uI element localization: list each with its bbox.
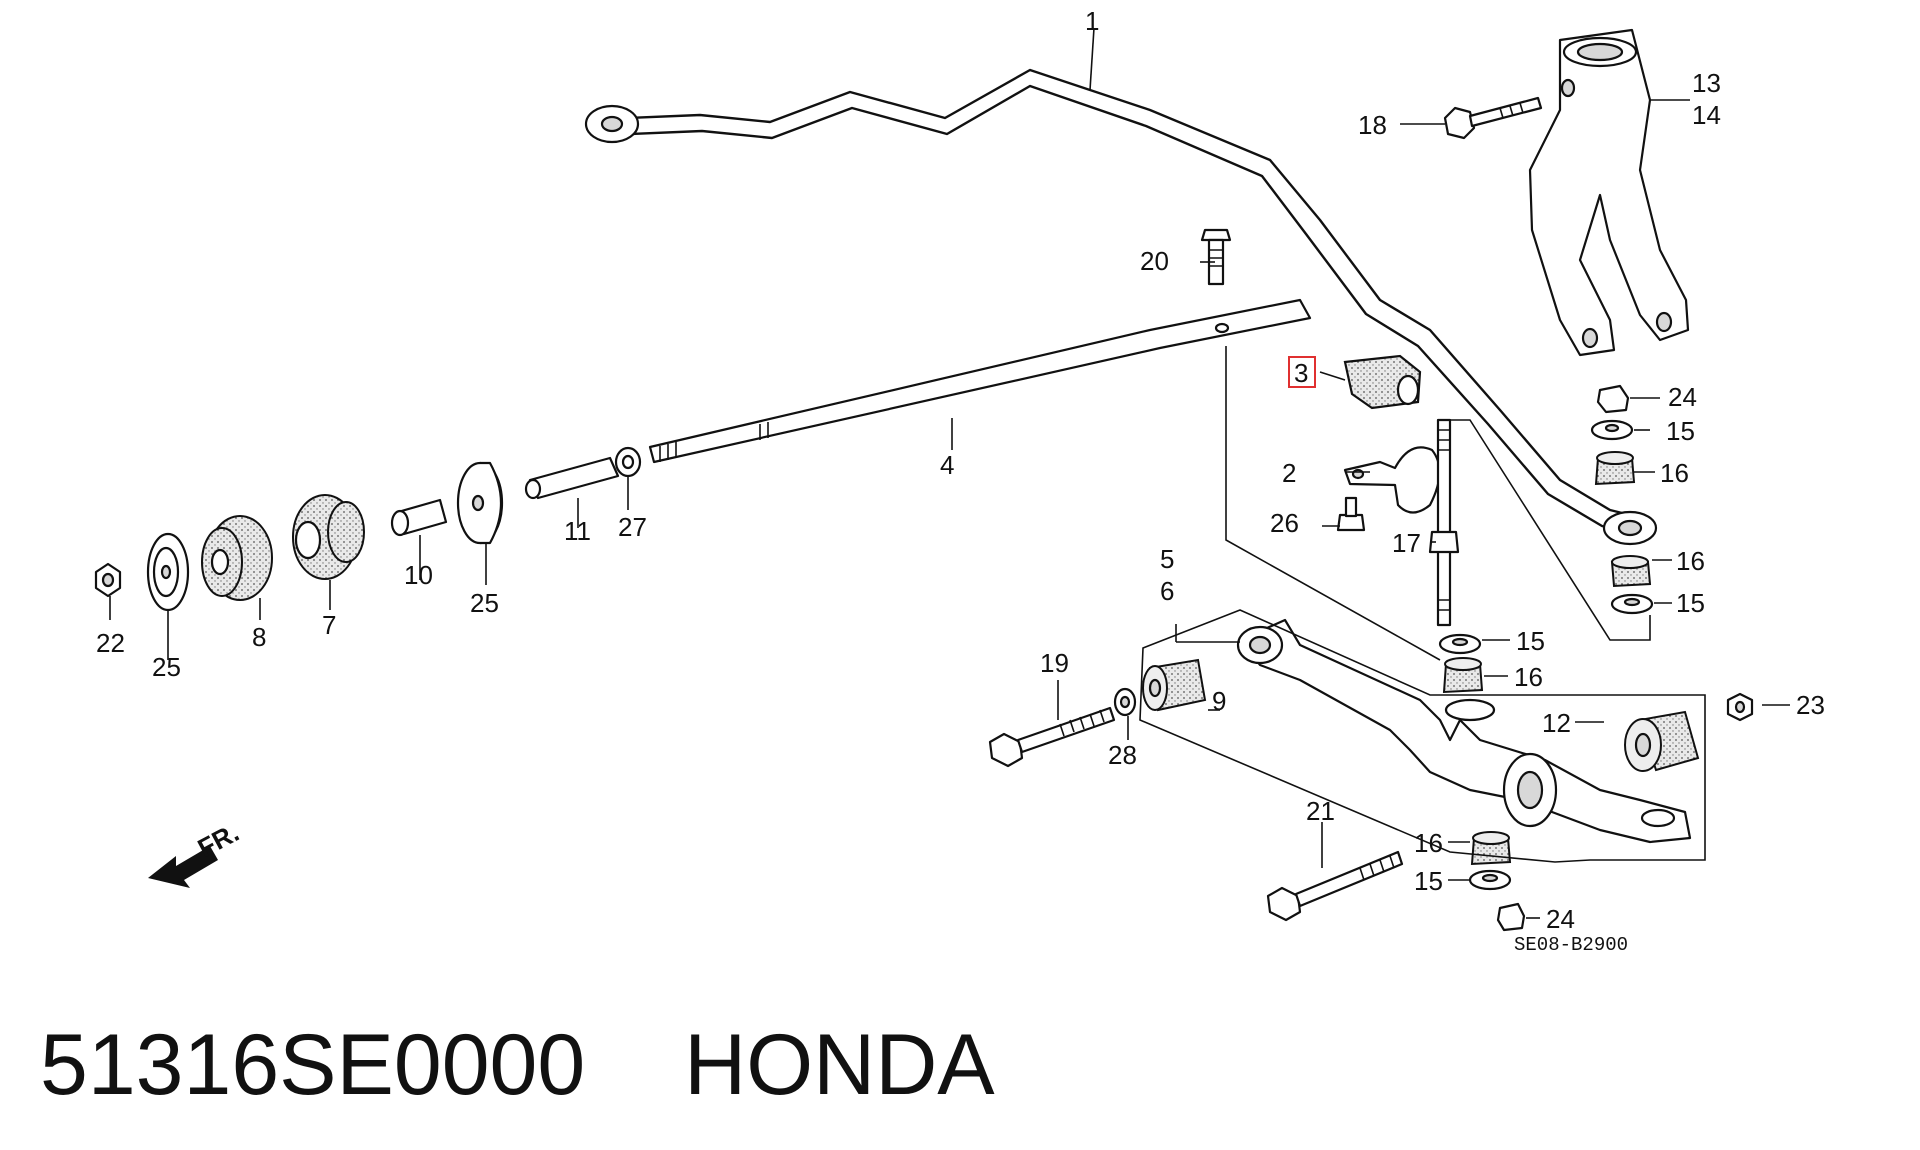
leader-lines	[109, 27, 1790, 919]
callout-7: 7	[322, 610, 336, 640]
bracket-2	[1343, 446, 1441, 514]
callout-15-d: 15	[1414, 866, 1443, 896]
washer-27	[614, 446, 642, 478]
callout-15-a: 15	[1666, 416, 1695, 446]
stabilizer-bushing-3	[1343, 354, 1422, 410]
stabilizer-bar	[584, 68, 1658, 546]
callout-1: 1	[1085, 6, 1099, 36]
bushing-12	[1624, 710, 1700, 772]
front-direction-arrow: FR.	[148, 817, 244, 888]
bushing-9	[1142, 658, 1207, 712]
washer-15-c	[1438, 633, 1482, 655]
callout-5: 5	[1160, 544, 1174, 574]
cushion-16-c	[1442, 657, 1484, 694]
callout-9: 9	[1212, 686, 1226, 716]
callout-21: 21	[1306, 796, 1335, 826]
brand-name: HONDA	[684, 1017, 995, 1113]
cushion-16-d	[1470, 831, 1512, 866]
callout-17: 17	[1392, 528, 1421, 558]
bolt-19	[988, 706, 1116, 768]
callout-15-b: 15	[1676, 588, 1705, 618]
callout-16-b: 16	[1676, 546, 1705, 576]
washer-28	[1113, 687, 1137, 717]
callout-16-a: 16	[1660, 458, 1689, 488]
callout-14: 14	[1692, 100, 1721, 130]
bolt-21	[1266, 850, 1404, 922]
callout-26: 26	[1270, 508, 1299, 538]
callout-16-c: 16	[1514, 662, 1543, 692]
callout-25-b: 25	[152, 652, 181, 682]
bushing-7	[292, 494, 365, 580]
spacer-10	[390, 498, 448, 537]
stud-17	[1428, 418, 1460, 627]
cushion-16-b	[1610, 555, 1652, 588]
callout-13: 13	[1692, 68, 1721, 98]
callout-18: 18	[1358, 110, 1387, 140]
nut-24-lower	[1496, 902, 1526, 932]
callout-19: 19	[1040, 648, 1069, 678]
callout-23: 23	[1796, 690, 1825, 720]
cushion-16-a	[1594, 451, 1636, 486]
nut-24-upper	[1596, 384, 1630, 414]
callout-11: 11	[564, 516, 591, 546]
bolt-20	[1200, 228, 1232, 286]
callout-2: 2	[1282, 458, 1296, 488]
collar-11	[524, 456, 620, 500]
radius-rod	[648, 298, 1312, 464]
bushing-8	[201, 515, 273, 601]
callout-10: 10	[404, 560, 433, 590]
bolt-26	[1336, 496, 1366, 532]
callout-4: 4	[940, 450, 954, 480]
callout-16-d: 16	[1414, 828, 1443, 858]
lower-arm	[1236, 618, 1692, 844]
callout-12: 12	[1542, 708, 1571, 738]
callout-22: 22	[96, 628, 125, 658]
callout-3: 3	[1294, 358, 1308, 388]
washer-25-upper	[456, 461, 504, 545]
callout-24-b: 24	[1546, 904, 1575, 934]
washer-15-a	[1590, 419, 1634, 441]
washer-25-lower	[146, 532, 190, 612]
callout-6: 6	[1160, 576, 1174, 606]
highlight-box	[1288, 356, 1316, 388]
part-number: 51316SE0000	[40, 1017, 586, 1113]
nut-22	[94, 562, 122, 598]
bolt-18	[1443, 96, 1543, 140]
callout-27: 27	[618, 512, 647, 542]
nut-23	[1726, 692, 1754, 722]
part-caption: 51316SE0000 HONDA	[40, 1010, 995, 1120]
callout-8: 8	[252, 622, 266, 652]
callout-24-a: 24	[1668, 382, 1697, 412]
callout-20: 20	[1140, 246, 1169, 276]
washer-15-b	[1610, 593, 1654, 615]
callout-28: 28	[1108, 740, 1137, 770]
washer-15-d	[1468, 869, 1512, 891]
drawing-code: SE08-B2900	[1514, 934, 1628, 956]
knuckle-13-14	[1528, 28, 1690, 357]
callout-25-a: 25	[470, 588, 499, 618]
callout-15-c: 15	[1516, 626, 1545, 656]
